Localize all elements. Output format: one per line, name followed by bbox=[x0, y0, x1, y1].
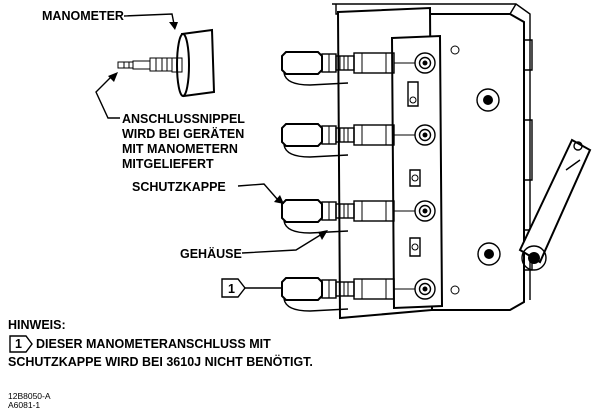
note-block: HINWEIS: 1 DIESER MANOMETERANSCHLUSS MIT… bbox=[8, 318, 313, 369]
label-nipple-line2: WIRD BEI GERÄTEN bbox=[122, 126, 244, 141]
note-line2: SCHUTZKAPPE WIRD BEI 3610J NICHT BENÖTIG… bbox=[8, 354, 313, 369]
note-heading: HINWEIS: bbox=[8, 318, 66, 332]
protective-cap bbox=[281, 277, 323, 301]
cap-strap bbox=[283, 72, 349, 86]
note-line1: DIESER MANOMETERANSCHLUSS MIT bbox=[36, 337, 271, 351]
label-manometer: MANOMETER bbox=[42, 9, 124, 23]
drawing-code-2: A6081-1 bbox=[8, 400, 40, 410]
device-housing bbox=[332, 3, 533, 320]
cap-strap bbox=[283, 220, 349, 234]
label-nipple-line3: MIT MANOMETERN bbox=[122, 142, 238, 156]
protective-cap bbox=[281, 123, 323, 147]
gauge-port-3 bbox=[281, 199, 436, 234]
drawing-code-1: 12B8050-A bbox=[8, 391, 51, 401]
protective-cap bbox=[281, 199, 323, 223]
lever-arm bbox=[518, 138, 592, 271]
note-callout-number: 1 bbox=[15, 337, 22, 351]
callout-marker: 1 bbox=[221, 278, 246, 298]
gauge-port-1 bbox=[281, 51, 436, 86]
label-housing: GEHÄUSE bbox=[180, 246, 242, 261]
label-nipple-line4: MITGELIEFERT bbox=[122, 157, 214, 171]
cap-strap bbox=[283, 298, 349, 312]
gauge-port-4 bbox=[281, 277, 436, 312]
protective-cap bbox=[281, 51, 323, 75]
label-nipple: ANSCHLUSSNIPPEL WIRD BEI GERÄTEN MIT MAN… bbox=[122, 112, 245, 171]
label-nipple-line1: ANSCHLUSSNIPPEL bbox=[122, 112, 245, 126]
cap-strap bbox=[283, 144, 349, 158]
label-cap: SCHUTZKAPPE bbox=[132, 180, 226, 194]
gauge-port-2 bbox=[281, 123, 436, 158]
callout-number: 1 bbox=[228, 282, 235, 296]
manometer-gauge bbox=[117, 28, 216, 98]
leader-lines bbox=[95, 13, 328, 289]
